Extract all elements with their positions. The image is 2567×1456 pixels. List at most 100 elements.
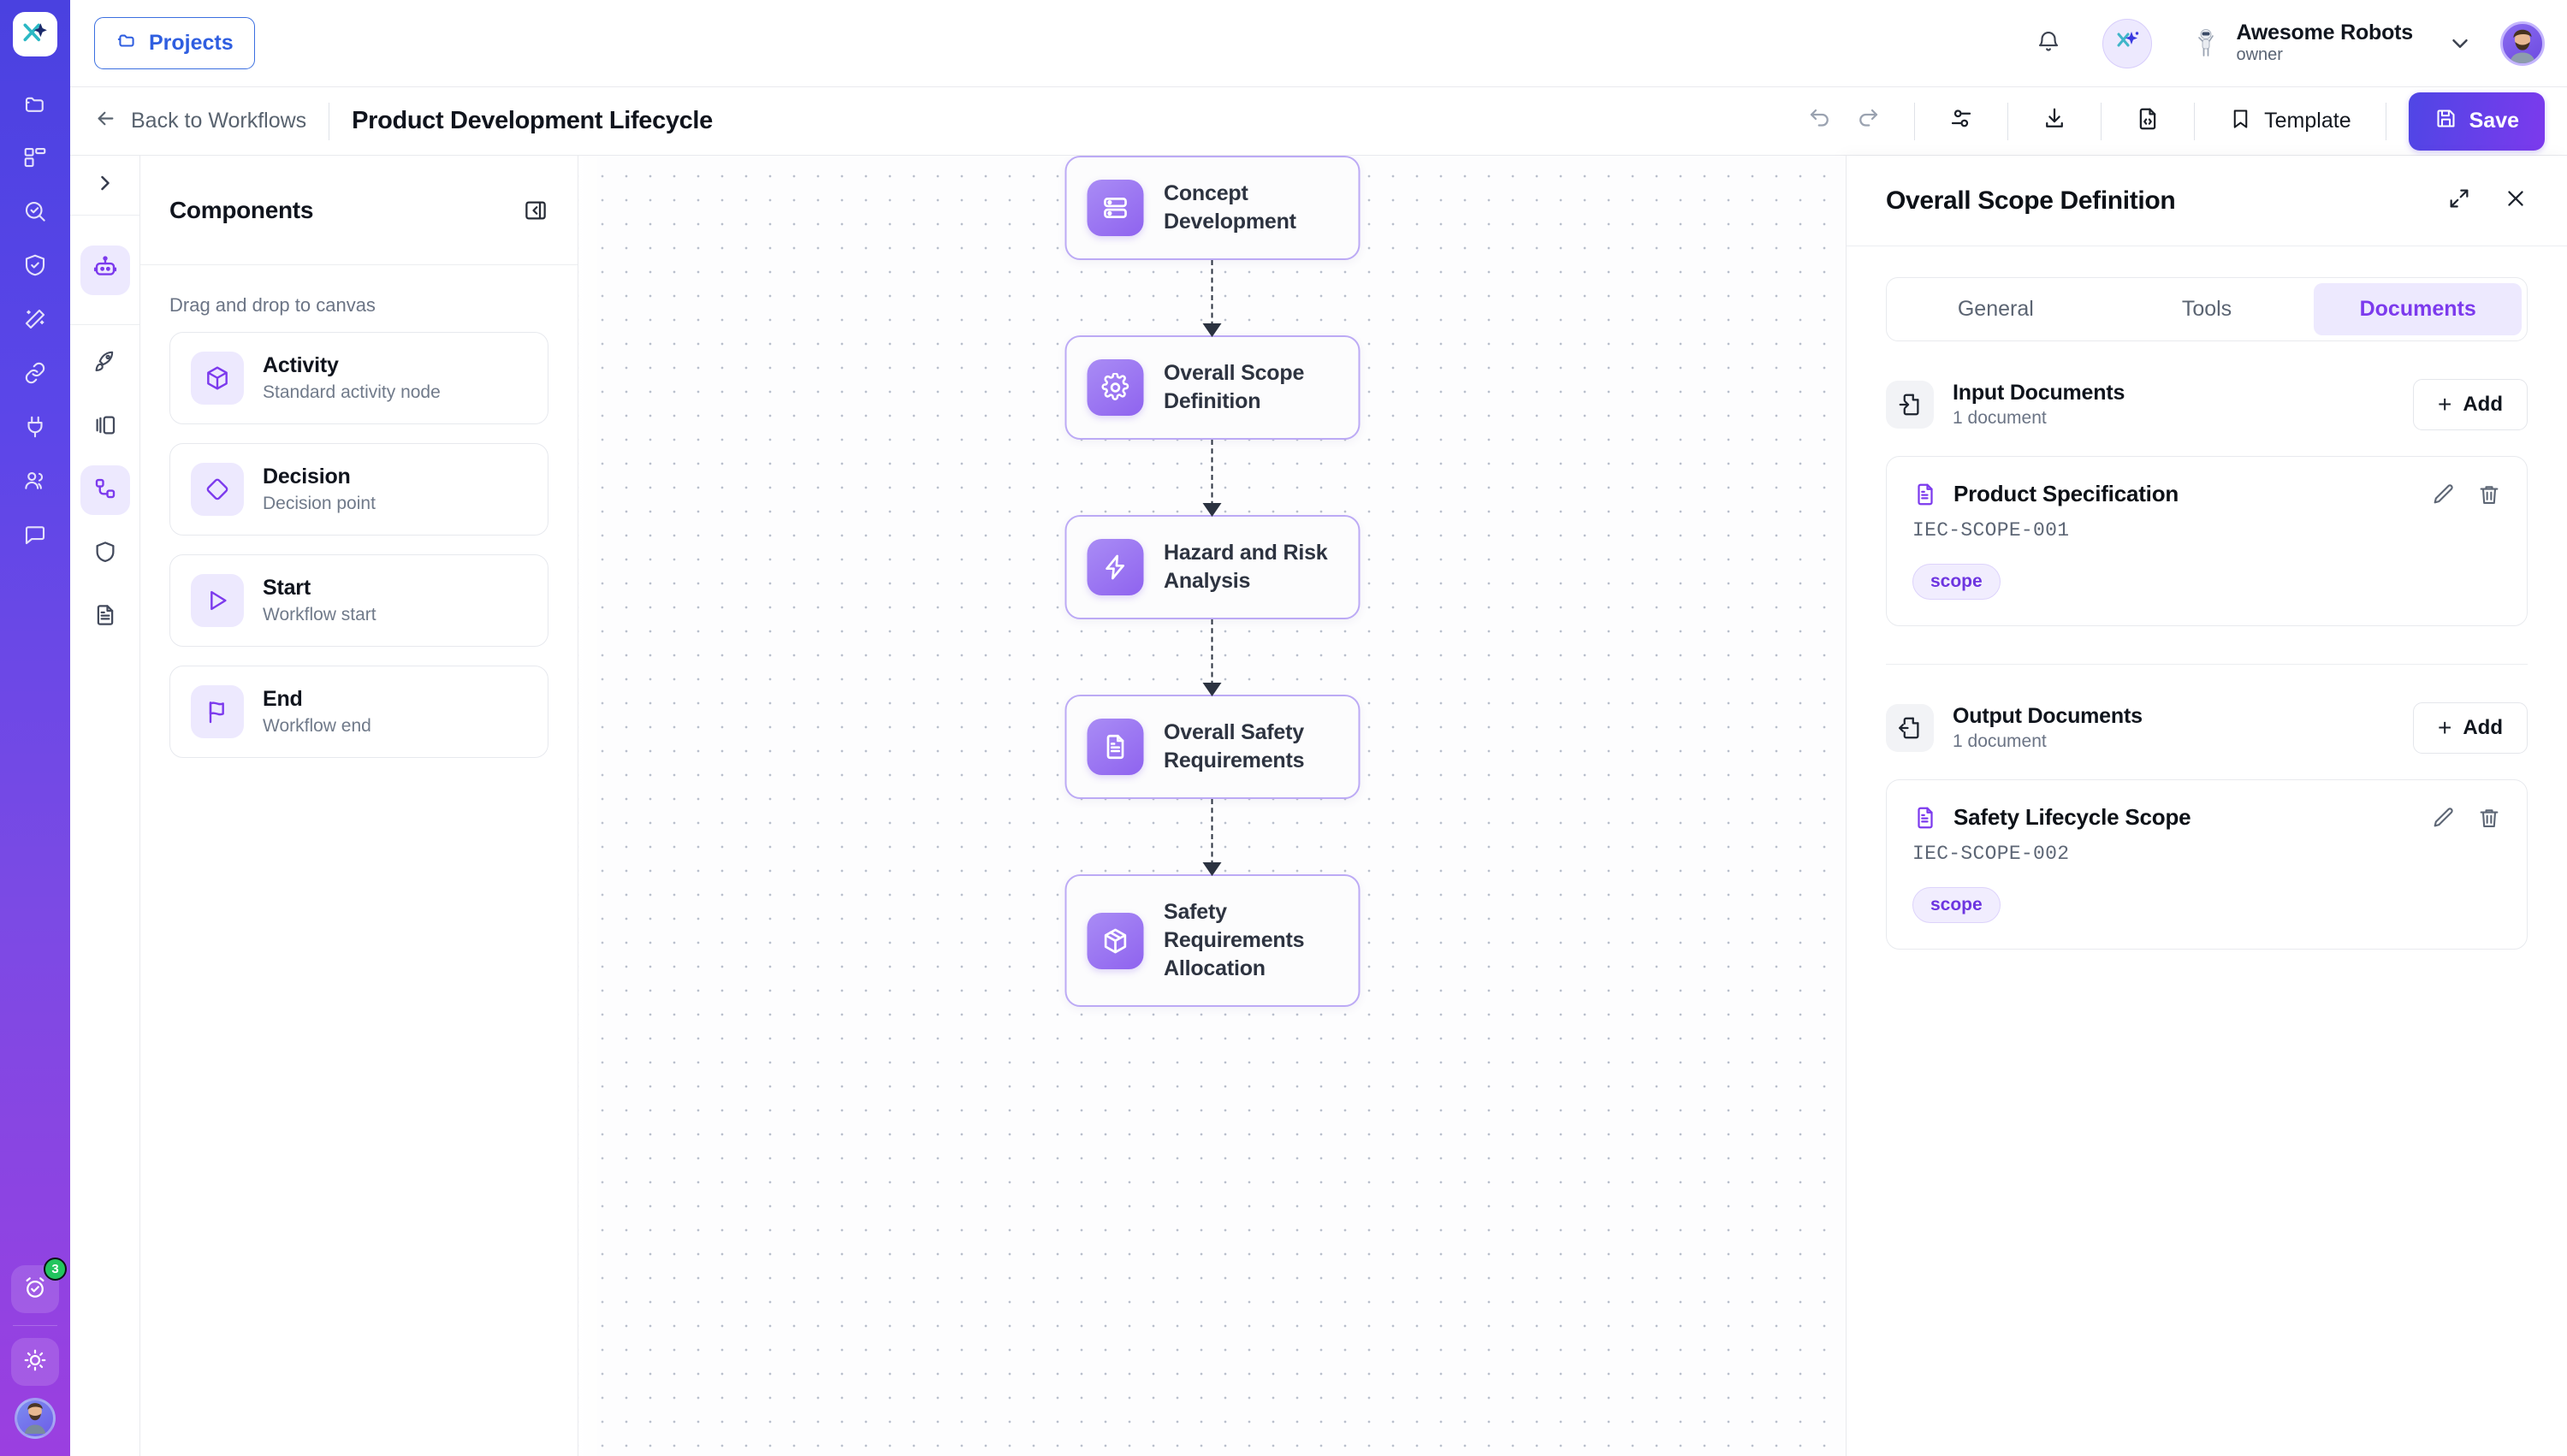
input-documents-text: Input Documents 1 document [1953, 381, 2125, 429]
add-output-document-button[interactable]: + Add [2412, 702, 2528, 754]
organization-switcher[interactable]: Awesome Robots owner [2188, 21, 2413, 66]
output-documents-text: Output Documents 1 document [1953, 704, 2143, 752]
search-check-icon [22, 198, 48, 224]
workflow-node-label: Concept Development [1164, 181, 1296, 234]
chevron-down-icon[interactable] [2447, 31, 2473, 56]
sidebar-item-links[interactable] [10, 348, 60, 398]
projects-button[interactable]: Projects [94, 17, 255, 69]
app-logo-icon[interactable] [13, 12, 57, 56]
section-subtitle: 1 document [1953, 408, 2047, 428]
workflow-node[interactable]: Hazard and Risk Analysis [1064, 515, 1360, 619]
template-button[interactable]: Template [2217, 107, 2362, 136]
component-desc: Decision point [263, 494, 376, 513]
toolbar-divider-5 [2194, 102, 2196, 140]
ai-sparkle-icon [2113, 27, 2141, 59]
undo-button[interactable] [1796, 98, 1844, 145]
document-icon [92, 602, 118, 632]
users-icon [22, 468, 48, 494]
ai-assistant-button[interactable] [2102, 18, 2153, 68]
sidebar-item-chat[interactable] [10, 510, 60, 559]
add-input-document-button[interactable]: + Add [2412, 379, 2528, 430]
expand-panel-button[interactable] [2439, 181, 2480, 222]
organization-role: owner [2236, 45, 2283, 65]
shield-icon [92, 539, 118, 569]
tab-general[interactable]: General [1957, 297, 2034, 321]
primary-sidebar-footer: 3 [0, 1258, 70, 1456]
sidebar-item-ai-tools[interactable] [10, 294, 60, 344]
close-panel-button[interactable] [2495, 181, 2536, 222]
edit-document-button[interactable] [2431, 806, 2455, 830]
sidebar-divider [13, 1325, 57, 1326]
component-card-decision[interactable]: Decision Decision point [169, 443, 548, 536]
workflow-node[interactable]: Overall Scope Definition [1064, 335, 1360, 440]
sidebar-item-agents[interactable] [80, 245, 130, 295]
document-row: Safety Lifecycle Scope [1912, 804, 2501, 831]
organization-info: Awesome Robots owner [2236, 21, 2413, 66]
document-actions [2431, 482, 2501, 506]
save-icon [2434, 107, 2457, 136]
sidebar-item-launch[interactable] [80, 339, 130, 388]
edit-document-button[interactable] [2431, 482, 2455, 506]
component-name: Decision [263, 465, 351, 488]
redo-button[interactable] [1844, 98, 1892, 145]
save-button[interactable]: Save [2408, 92, 2545, 151]
link-icon [22, 360, 48, 386]
workflow-node[interactable]: Overall Safety Requirements [1064, 695, 1360, 799]
component-name: End [263, 687, 303, 711]
user-avatar[interactable] [2500, 21, 2545, 66]
primary-nav-list [10, 79, 60, 559]
sidebar-item-layout[interactable] [80, 402, 130, 452]
export-code-button[interactable] [2124, 98, 2172, 145]
back-to-workflows-button[interactable]: Back to Workflows [94, 107, 306, 136]
sidebar-item-compliance[interactable] [10, 240, 60, 290]
panel-collapse-button[interactable] [523, 198, 548, 223]
document-row: Product Specification [1912, 481, 2501, 507]
workflow-toolbar: Back to Workflows Product Development Li… [70, 87, 2567, 156]
file-output-icon [1886, 704, 1934, 752]
folder-icon [116, 29, 138, 57]
avatar[interactable] [15, 1398, 56, 1439]
component-card-start[interactable]: Start Workflow start [169, 554, 548, 647]
columns-icon [92, 412, 118, 442]
notifications-button[interactable] [2025, 21, 2072, 67]
workflow-node[interactable]: Concept Development [1064, 156, 1360, 260]
sidebar-item-review[interactable] [10, 186, 60, 236]
workflow-node[interactable]: Safety Requirements Allocation [1064, 874, 1360, 1007]
document-card[interactable]: Safety Lifecycle Scope IEC-SCOPE-002 [1886, 779, 2528, 950]
delete-document-button[interactable] [2477, 806, 2501, 830]
tab-documents[interactable]: Documents [2314, 283, 2523, 335]
sidebar-item-dashboard[interactable] [10, 133, 60, 182]
delete-document-button[interactable] [2477, 482, 2501, 506]
workflow-edge [1064, 440, 1360, 517]
sidebar-item-documents[interactable] [80, 592, 130, 642]
theme-toggle-button[interactable] [11, 1338, 59, 1386]
file-code-icon [2135, 106, 2161, 136]
sidebar-item-workflows[interactable] [80, 465, 130, 515]
workflow-node-label: Hazard and Risk Analysis [1164, 541, 1328, 593]
download-button[interactable] [2030, 98, 2078, 145]
sidebar-item-safety[interactable] [80, 529, 130, 578]
component-card-end[interactable]: End Workflow end [169, 666, 548, 758]
settings-button[interactable] [1937, 98, 1985, 145]
node-inspector-panel: Overall Scope Definition [1846, 156, 2567, 1456]
undo-icon [1807, 106, 1833, 136]
robot-avatar-icon [2188, 21, 2224, 66]
tab-tools[interactable]: Tools [2181, 297, 2232, 321]
inspector-tabs: General Tools Documents [1886, 277, 2528, 341]
gear-icon [1087, 359, 1143, 416]
document-card[interactable]: Product Specification IEC-SCOPE-001 [1886, 456, 2528, 626]
inspector-body: Input Documents 1 document + Add [1847, 341, 2567, 1456]
workflow-canvas[interactable]: Concept Development Overall Scope Defini… [578, 156, 1846, 1456]
sidebar-item-team[interactable] [10, 456, 60, 506]
sidebar-item-folder[interactable] [10, 79, 60, 128]
edge-arrow-icon [1202, 683, 1222, 696]
sidebar-item-integrations[interactable] [10, 402, 60, 452]
plus-icon: + [2437, 714, 2452, 741]
component-card-activity[interactable]: Activity Standard activity node [169, 332, 548, 424]
workflow-edge [1064, 260, 1360, 337]
section-subtitle: 1 document [1953, 731, 2047, 751]
sidebar-expand-button[interactable] [70, 156, 139, 216]
bell-icon [2036, 28, 2061, 58]
alarm-tasks-button[interactable]: 3 [11, 1258, 67, 1313]
panel-collapse-icon [523, 198, 548, 223]
